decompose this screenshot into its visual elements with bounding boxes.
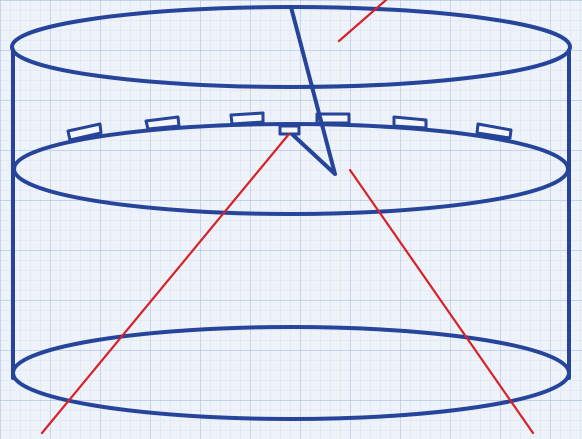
rim-tab [66, 122, 103, 142]
cylinder [10, 5, 572, 421]
annotation-line-left [40, 132, 291, 435]
rim-tab [475, 122, 513, 140]
rim-tab [278, 124, 301, 136]
rim-tabs [66, 111, 513, 142]
pointer-line [289, 5, 337, 176]
rim-tab [392, 115, 428, 130]
cylinder-middle-ellipse [12, 122, 570, 216]
rim-tab [144, 115, 181, 131]
rim-tab [229, 111, 265, 126]
annotation-lines [40, 0, 535, 435]
rim-tab [315, 112, 351, 125]
annotation-line-right [348, 168, 535, 435]
annotation-line-top [337, 0, 388, 43]
cylinder-bottom-ellipse [11, 325, 571, 421]
